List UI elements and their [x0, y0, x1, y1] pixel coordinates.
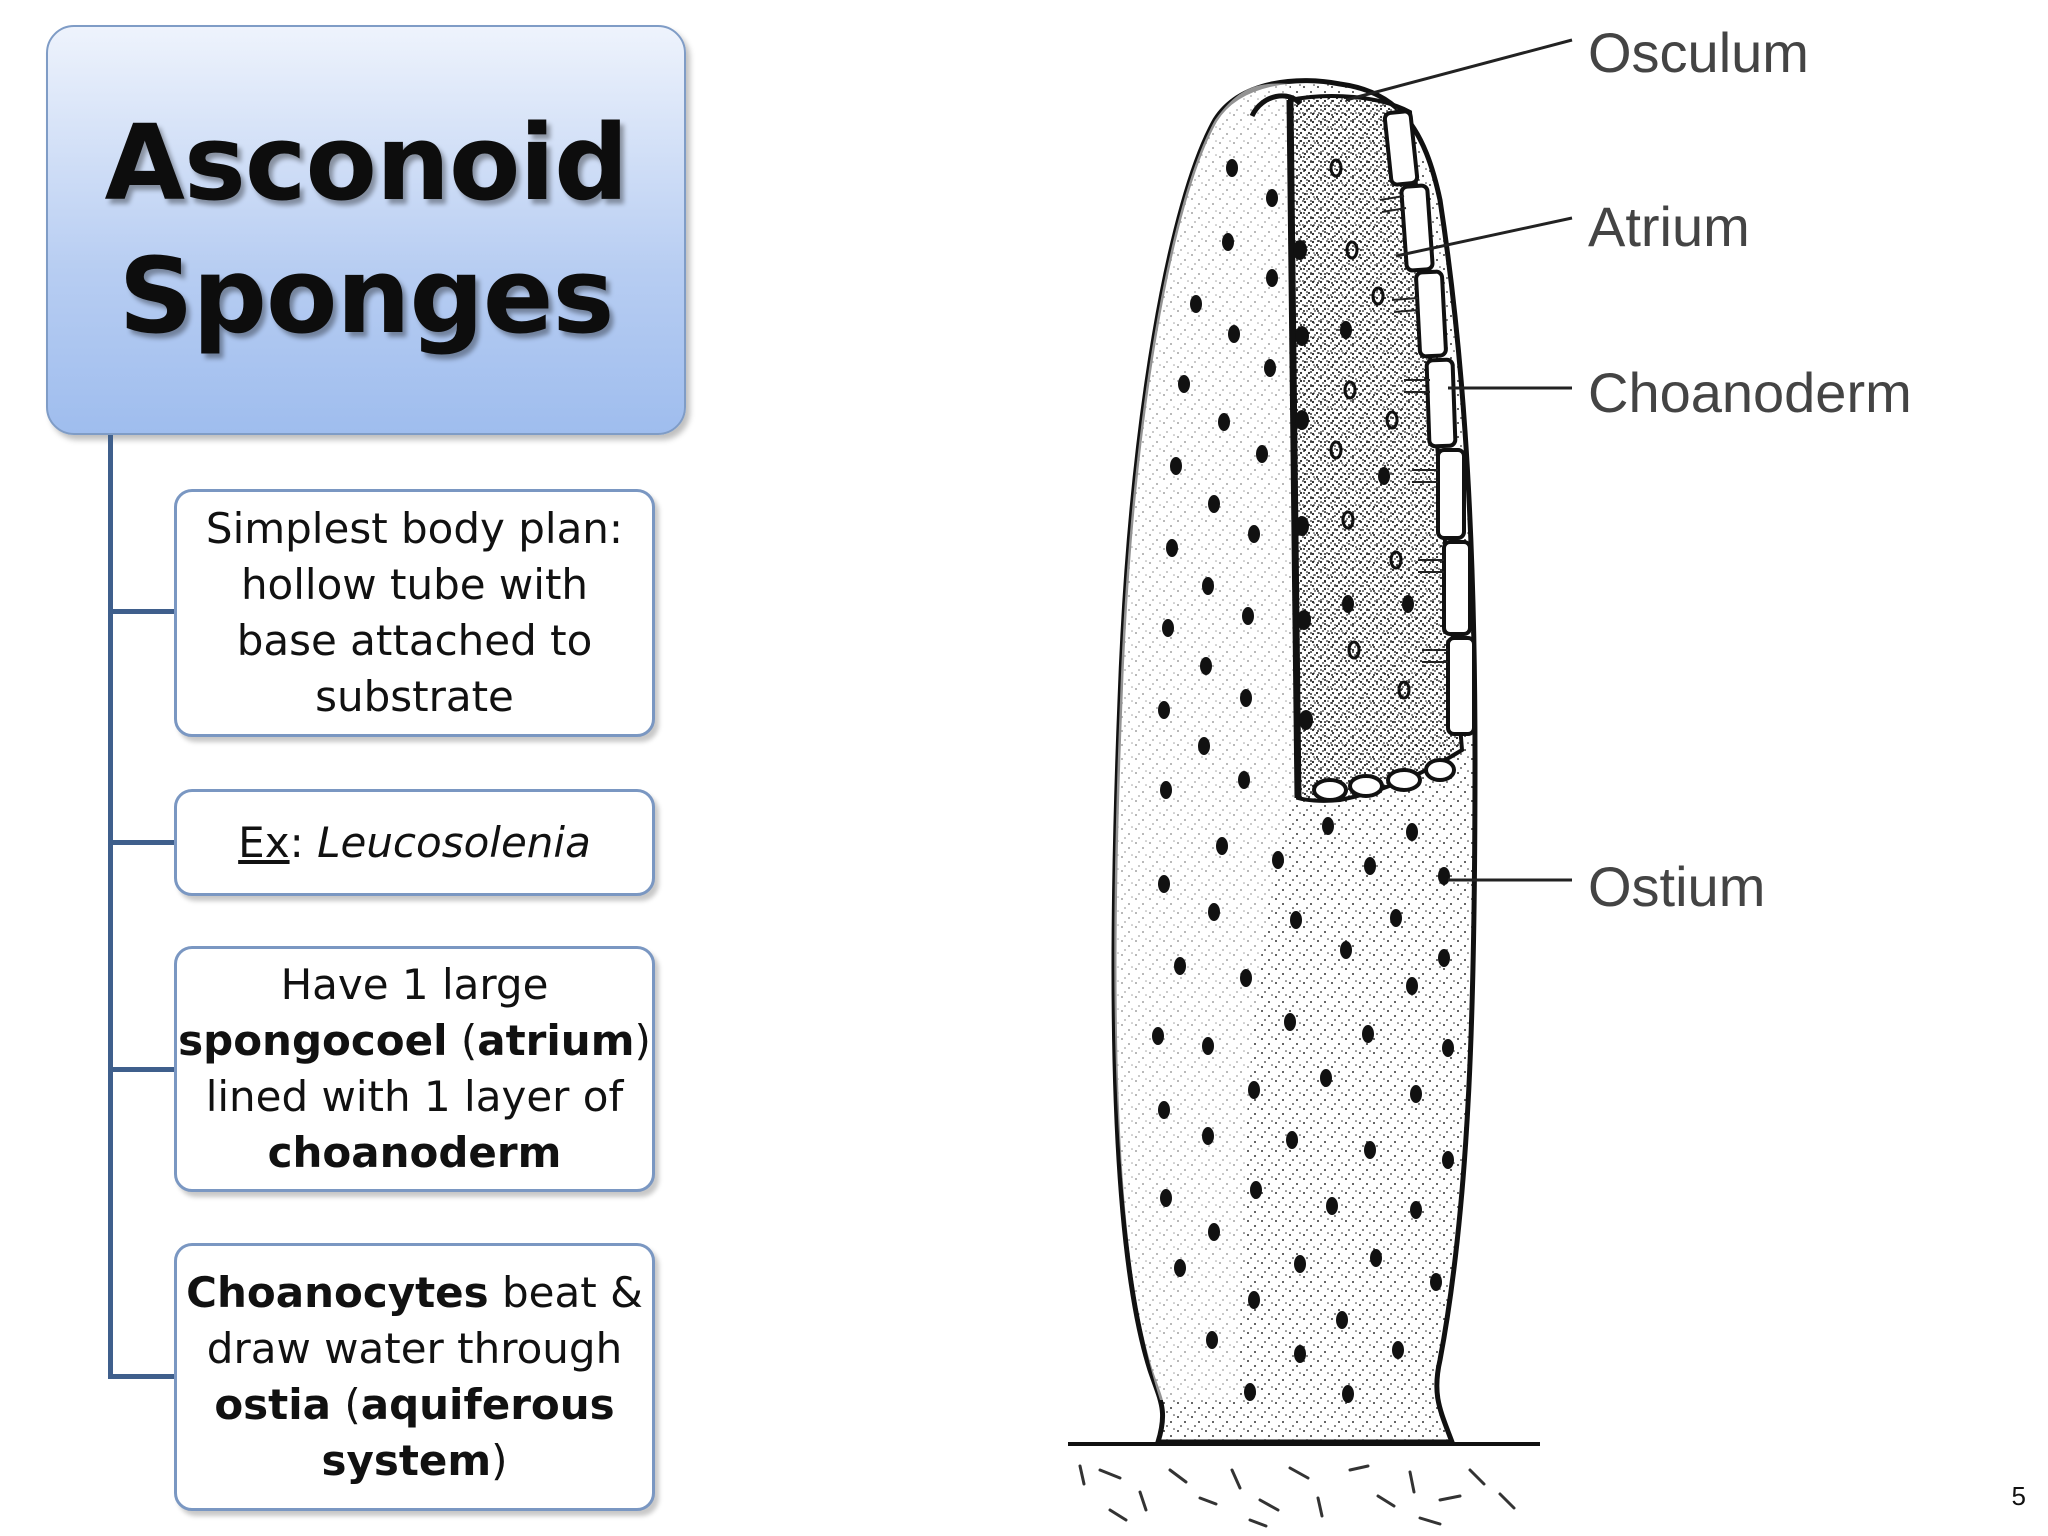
choanoderm-wall [1382, 109, 1476, 736]
card-line: spongocoel (atrium) [178, 1013, 651, 1069]
card-line: choanoderm [268, 1125, 562, 1181]
title-line-1: Asconoid [104, 101, 628, 224]
card-body-plan: Simplest body plan: hollow tube with bas… [174, 489, 655, 737]
connector-branch-3 [108, 1067, 176, 1072]
label-ostium: Ostium [1588, 855, 1765, 918]
substrate [1068, 1442, 1540, 1528]
connector-branch-4 [108, 1374, 176, 1379]
card-choanocytes: Choanocytes beat & draw water through os… [174, 1243, 655, 1511]
label-choanoderm: Choanoderm [1588, 361, 1912, 424]
card-line: base attached to [236, 616, 593, 665]
title-line-2: Sponges [118, 235, 615, 357]
card-example: Ex: Leucosolenia [174, 789, 655, 896]
ostia-pores [1152, 159, 1454, 1403]
card-line: ostia (aquiferous [214, 1377, 614, 1433]
card-line: hollow tube with [240, 560, 589, 609]
paren-close: ) [491, 1436, 508, 1485]
card-spongocoel: Have 1 large spongocoel (atrium) lined w… [174, 946, 655, 1192]
example-colon: : [289, 817, 318, 867]
title-box: Asconoid Sponges [46, 25, 686, 435]
term-choanocytes: Choanocytes [186, 1268, 489, 1317]
term-spongocoel: spongocoel [178, 1016, 448, 1065]
card-line: Have 1 large [280, 960, 549, 1009]
label-atrium: Atrium [1588, 195, 1750, 258]
card-line: draw water through [206, 1324, 623, 1373]
connector-branch-1 [108, 609, 176, 614]
card-line: substrate [315, 672, 514, 721]
paren-open: ( [447, 1016, 478, 1065]
term-atrium: atrium [477, 1016, 635, 1065]
sponge-diagram: Osculum Atrium Choanoderm Ostium A [1068, 21, 1912, 1528]
example-genus: Leucosolenia [317, 817, 591, 867]
term-aquiferous: aquiferous [360, 1380, 615, 1429]
label-osculum: Osculum [1588, 21, 1809, 84]
card-line: Simplest body plan: [205, 504, 624, 553]
leader-lines [1345, 38, 1573, 882]
term-system: system [321, 1436, 492, 1485]
term-ostia: ostia [214, 1380, 331, 1429]
card-line: Choanocytes beat & [186, 1265, 643, 1321]
connector-branch-2 [108, 840, 176, 845]
example-line: Ex: Leucosolenia [238, 815, 591, 871]
card-line: lined with 1 layer of [205, 1072, 624, 1121]
card-text: beat & [488, 1268, 643, 1317]
paren-close: ) [634, 1016, 651, 1065]
card-line: system) [321, 1433, 507, 1489]
connector-vertical [108, 435, 113, 1378]
paren-open: ( [330, 1380, 361, 1429]
page-number: 5 [2011, 1481, 2026, 1511]
example-label: Ex [238, 817, 290, 867]
term-choanoderm: choanoderm [267, 1128, 562, 1177]
